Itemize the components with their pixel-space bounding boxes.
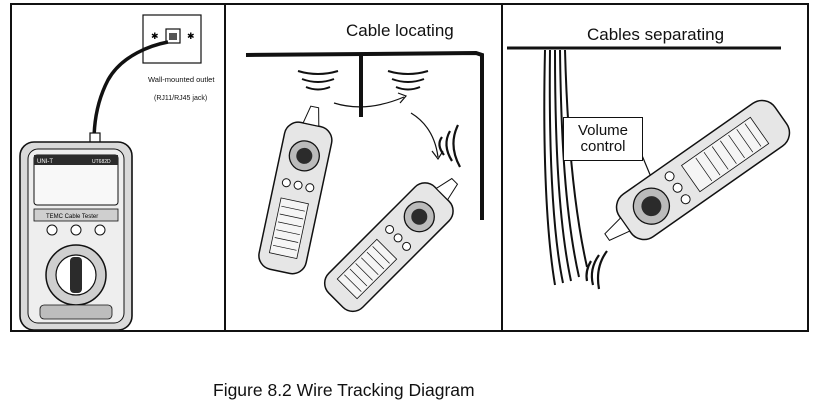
device-brand: UNI-T bbox=[37, 159, 53, 165]
direction-arrow-1 bbox=[333, 96, 405, 108]
volume-label-line2: control bbox=[580, 138, 626, 155]
svg-text:✱: ✱ bbox=[151, 32, 159, 42]
panel-cable-locating: Cable locating bbox=[226, 5, 501, 330]
panel-divider-1 bbox=[224, 3, 226, 332]
panel-transmitter: ✱ ✱ UNI-T UT682D TEMC Cable Tester Wall-… bbox=[12, 5, 224, 330]
sound-waves-2 bbox=[387, 70, 429, 91]
volume-control-callout: Volume control bbox=[563, 117, 643, 161]
locating-illustration bbox=[245, 50, 484, 313]
figure-caption: Figure 8.2 Wire Tracking Diagram bbox=[213, 380, 475, 400]
device-screen-text: TEMC Cable Tester bbox=[46, 214, 98, 220]
panel-cables-separating: Cables separating Volume control bbox=[503, 5, 807, 330]
hidden-cable bbox=[245, 50, 484, 220]
receiver-probe-1 bbox=[258, 105, 333, 275]
sound-waves-1 bbox=[297, 70, 339, 91]
sound-waves-3 bbox=[438, 124, 461, 168]
cable-bundle bbox=[543, 49, 588, 286]
patch-cable bbox=[92, 40, 169, 142]
wall-outlet: ✱ ✱ bbox=[142, 14, 202, 64]
cables-separating-title: Cables separating bbox=[587, 25, 725, 44]
svg-text:✱: ✱ bbox=[187, 32, 195, 42]
jack-label: (RJ11/RJ45 jack) bbox=[154, 95, 208, 102]
outlet-label: Wall-mounted outlet bbox=[148, 75, 215, 84]
panel-divider-2 bbox=[501, 3, 503, 332]
transmitter-device: UNI-T UT682D TEMC Cable Tester bbox=[19, 141, 133, 330]
receiver-probe bbox=[604, 99, 791, 242]
sound-waves bbox=[585, 250, 608, 290]
transmitter-illustration: ✱ ✱ UNI-T UT682D TEMC Cable Tester bbox=[19, 14, 202, 330]
volume-label-line1: Volume bbox=[577, 122, 629, 139]
receiver-probe-2 bbox=[323, 177, 459, 313]
separating-illustration bbox=[507, 46, 791, 290]
device-model: UT682D bbox=[92, 159, 111, 165]
direction-arrow-2 bbox=[410, 112, 439, 158]
cable-locating-title: Cable locating bbox=[346, 21, 454, 40]
